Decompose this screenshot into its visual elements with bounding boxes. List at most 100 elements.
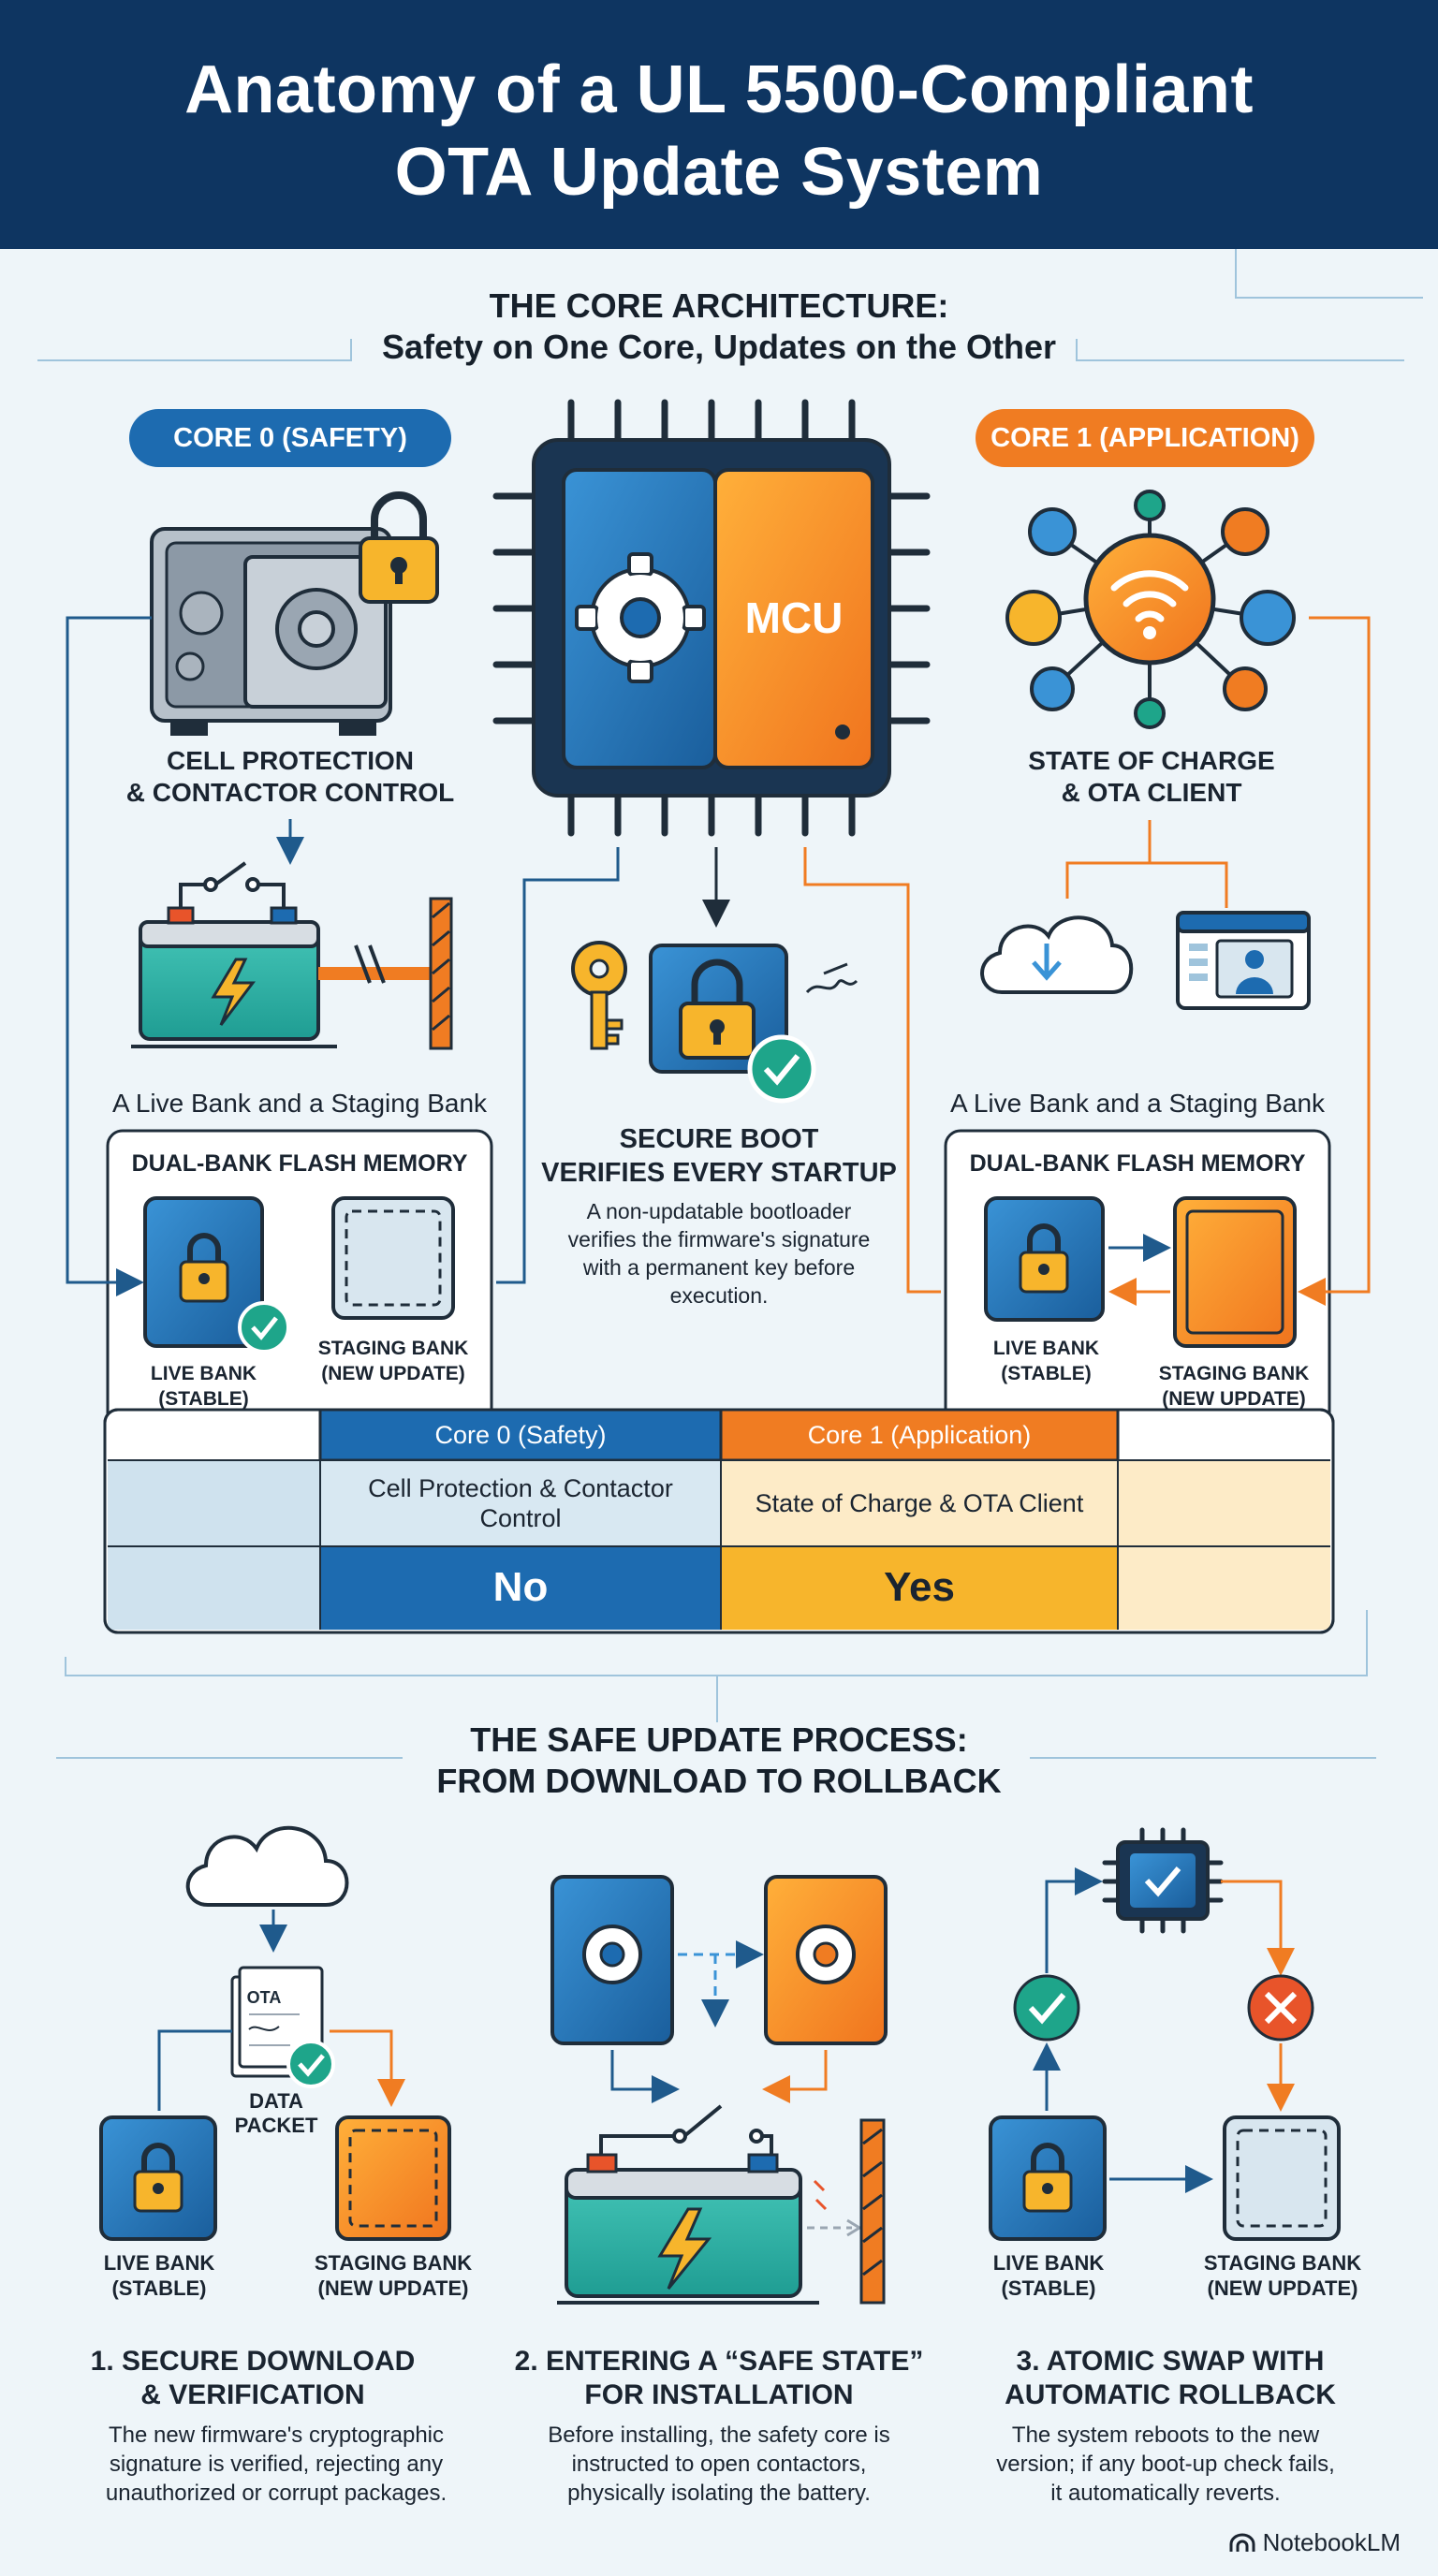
mcu-to-core1-flash-connector <box>803 847 941 1294</box>
browser-user-icon <box>1176 911 1311 1010</box>
table-cell-core0-function: Cell Protection & Contactor Control <box>368 1473 673 1532</box>
staging-bank-label-left-2: (NEW UPDATE) <box>321 1363 465 1384</box>
table-cell-core0-updatable: No <box>492 1564 549 1611</box>
core0-to-flash-connector <box>66 616 152 1296</box>
core0-pill: CORE 0 (SAFETY) <box>129 409 451 467</box>
step3-live-bank-label-2: (STABLE) <box>1001 2276 1096 2300</box>
mcu-label: MCU <box>745 593 844 642</box>
brand-mark: NotebookLM <box>1229 2528 1401 2557</box>
step1-staging-bank-label-2: (NEW UPDATE) <box>317 2276 469 2300</box>
flash-title-left: DUAL-BANK FLASH MEMORY <box>131 1150 468 1177</box>
gear-icon <box>575 552 706 683</box>
step1-description: The new firmware's cryptographic signatu… <box>105 2422 448 2507</box>
live-bank-label-left-1: LIVE BANK <box>150 1363 257 1384</box>
step1-title-line-2: & VERIFICATION <box>140 2379 365 2410</box>
vault-icon <box>150 527 392 736</box>
data-packet-label-1: DATA <box>249 2089 303 2113</box>
barrier-icon <box>318 897 453 1050</box>
live-bank-label-right-1: LIVE BANK <box>992 1338 1100 1359</box>
core1-function-line-2: & OTA CLIENT <box>1061 778 1242 807</box>
barrier-icon <box>807 2118 886 2305</box>
live-bank-icon <box>550 1875 674 2045</box>
staging-bank-icon <box>335 2115 451 2241</box>
architecture-title-line-2: Safety on One Core, Updates on the Other <box>381 328 1057 366</box>
notebooklm-logo-icon <box>1229 2533 1255 2552</box>
core1-to-flash-connector <box>1298 616 1371 1306</box>
brand-label: NotebookLM <box>1262 2528 1401 2556</box>
process-title-line-2: FROM DOWNLOAD TO ROLLBACK <box>436 1762 1002 1800</box>
padlock-icon <box>359 491 439 604</box>
live-bank-icon <box>984 1196 1105 1322</box>
network-hub-icon <box>1005 490 1296 729</box>
step1-staging-bank-label-1: STAGING BANK <box>314 2251 473 2275</box>
header-banner <box>0 0 1438 249</box>
live-bank-label-left-2: (STABLE) <box>158 1388 249 1410</box>
switch-icon <box>599 2104 773 2158</box>
secure-boot-description: A non-updatable bootloader verifies the … <box>567 1199 871 1308</box>
architecture-title-line-1: THE CORE ARCHITECTURE: <box>489 286 949 325</box>
staging-bank-label-left-1: STAGING BANK <box>317 1338 469 1359</box>
cloud-icon <box>185 1825 349 1907</box>
step3-title-line-2: AUTOMATIC ROLLBACK <box>1005 2379 1336 2410</box>
step2-description: Before installing, the safety core is in… <box>548 2422 890 2507</box>
secure-boot-title-line-1: SECURE BOOT <box>619 1124 819 1154</box>
checkmark-icon <box>286 2040 335 2088</box>
step1-title-line-1: 1. SECURE DOWNLOAD <box>90 2346 416 2377</box>
checkmark-icon <box>747 1034 816 1104</box>
app-to-switch-connector <box>762 2050 828 2103</box>
battery-icon <box>557 2153 819 2305</box>
step3-staging-bank-label-2: (NEW UPDATE) <box>1207 2276 1358 2300</box>
checkmark-icon <box>1013 1974 1080 2042</box>
page-title-line-1: Anatomy of a UL 5500-Compliant <box>184 52 1254 127</box>
doc-to-staging-connector <box>330 2029 405 2107</box>
staging-bank-icon <box>1223 2115 1341 2241</box>
cloud-download-icon <box>980 915 1134 994</box>
mcu-to-flash-connector <box>496 847 620 1284</box>
safety-to-switch-connector <box>610 2050 680 2103</box>
live-bank-icon <box>143 1196 264 1348</box>
chip-to-cross-connector <box>1221 1880 1295 1976</box>
table-cell-core1-function: State of Charge & OTA Client <box>755 1488 1084 1517</box>
core1-pill: CORE 1 (APPLICATION) <box>976 409 1314 467</box>
step3-title-line-1: 3. ATOMIC SWAP WITH <box>1016 2346 1325 2377</box>
step3-staging-bank-label-1: STAGING BANK <box>1203 2251 1362 2275</box>
step1-live-bank-label-1: LIVE BANK <box>103 2251 215 2275</box>
comparison-table <box>103 1408 1335 1634</box>
table-header-core0: Core 0 (Safety) <box>434 1420 607 1449</box>
process-title-line-1: THE SAFE UPDATE PROCESS: <box>470 1720 968 1759</box>
step3-live-bank-label-1: LIVE BANK <box>992 2251 1105 2275</box>
live-bank-label-right-2: (STABLE) <box>1001 1363 1092 1384</box>
secure-boot-title-line-2: VERIFIES EVERY STARTUP <box>541 1158 897 1188</box>
battery-icon <box>131 906 337 1048</box>
mcu-chip-icon <box>492 399 931 837</box>
core1-down-connector-2 <box>1065 861 1150 899</box>
staging-bank-icon <box>331 1196 455 1320</box>
staging-bank-label-right-1: STAGING BANK <box>1158 1363 1310 1384</box>
core1-function-line-1: STATE OF CHARGE <box>1028 746 1275 775</box>
staging-bank-icon <box>764 1875 888 2045</box>
checkmark-icon <box>238 1301 290 1354</box>
flash-title-right: DUAL-BANK FLASH MEMORY <box>969 1150 1306 1177</box>
step1-live-bank-label-2: (STABLE) <box>111 2276 207 2300</box>
data-packet-label-2: PACKET <box>234 2114 318 2137</box>
check-to-chip-connector <box>1045 1867 1103 1973</box>
padlock-icon <box>649 944 788 1074</box>
decorative-lines <box>37 249 1423 1759</box>
key-icon <box>571 941 627 1050</box>
mcu-chip-icon <box>1102 1827 1224 1934</box>
doc-ota-text: OTA <box>247 1988 282 2007</box>
live-bank-icon <box>99 2115 217 2241</box>
table-header-core1: Core 1 (Application) <box>807 1420 1032 1449</box>
core0-function-line-2: & CONTACTOR CONTROL <box>125 778 455 807</box>
bank-heading-right: A Live Bank and a Staging Bank <box>949 1089 1326 1118</box>
staging-bank-label-right-2: (NEW UPDATE) <box>1162 1388 1306 1410</box>
step2-title-line-2: FOR INSTALLATION <box>584 2379 854 2410</box>
signature-icon <box>805 962 858 994</box>
cross-icon <box>1247 1974 1314 2042</box>
step3-description: The system reboots to the new version; i… <box>996 2422 1335 2507</box>
doc-to-live-connector <box>157 2029 232 2111</box>
core1-down-connector <box>1148 820 1228 908</box>
live-bank-icon <box>989 2115 1107 2241</box>
step2-title-line-1: 2. ENTERING A “SAFE STATE” <box>514 2346 924 2377</box>
